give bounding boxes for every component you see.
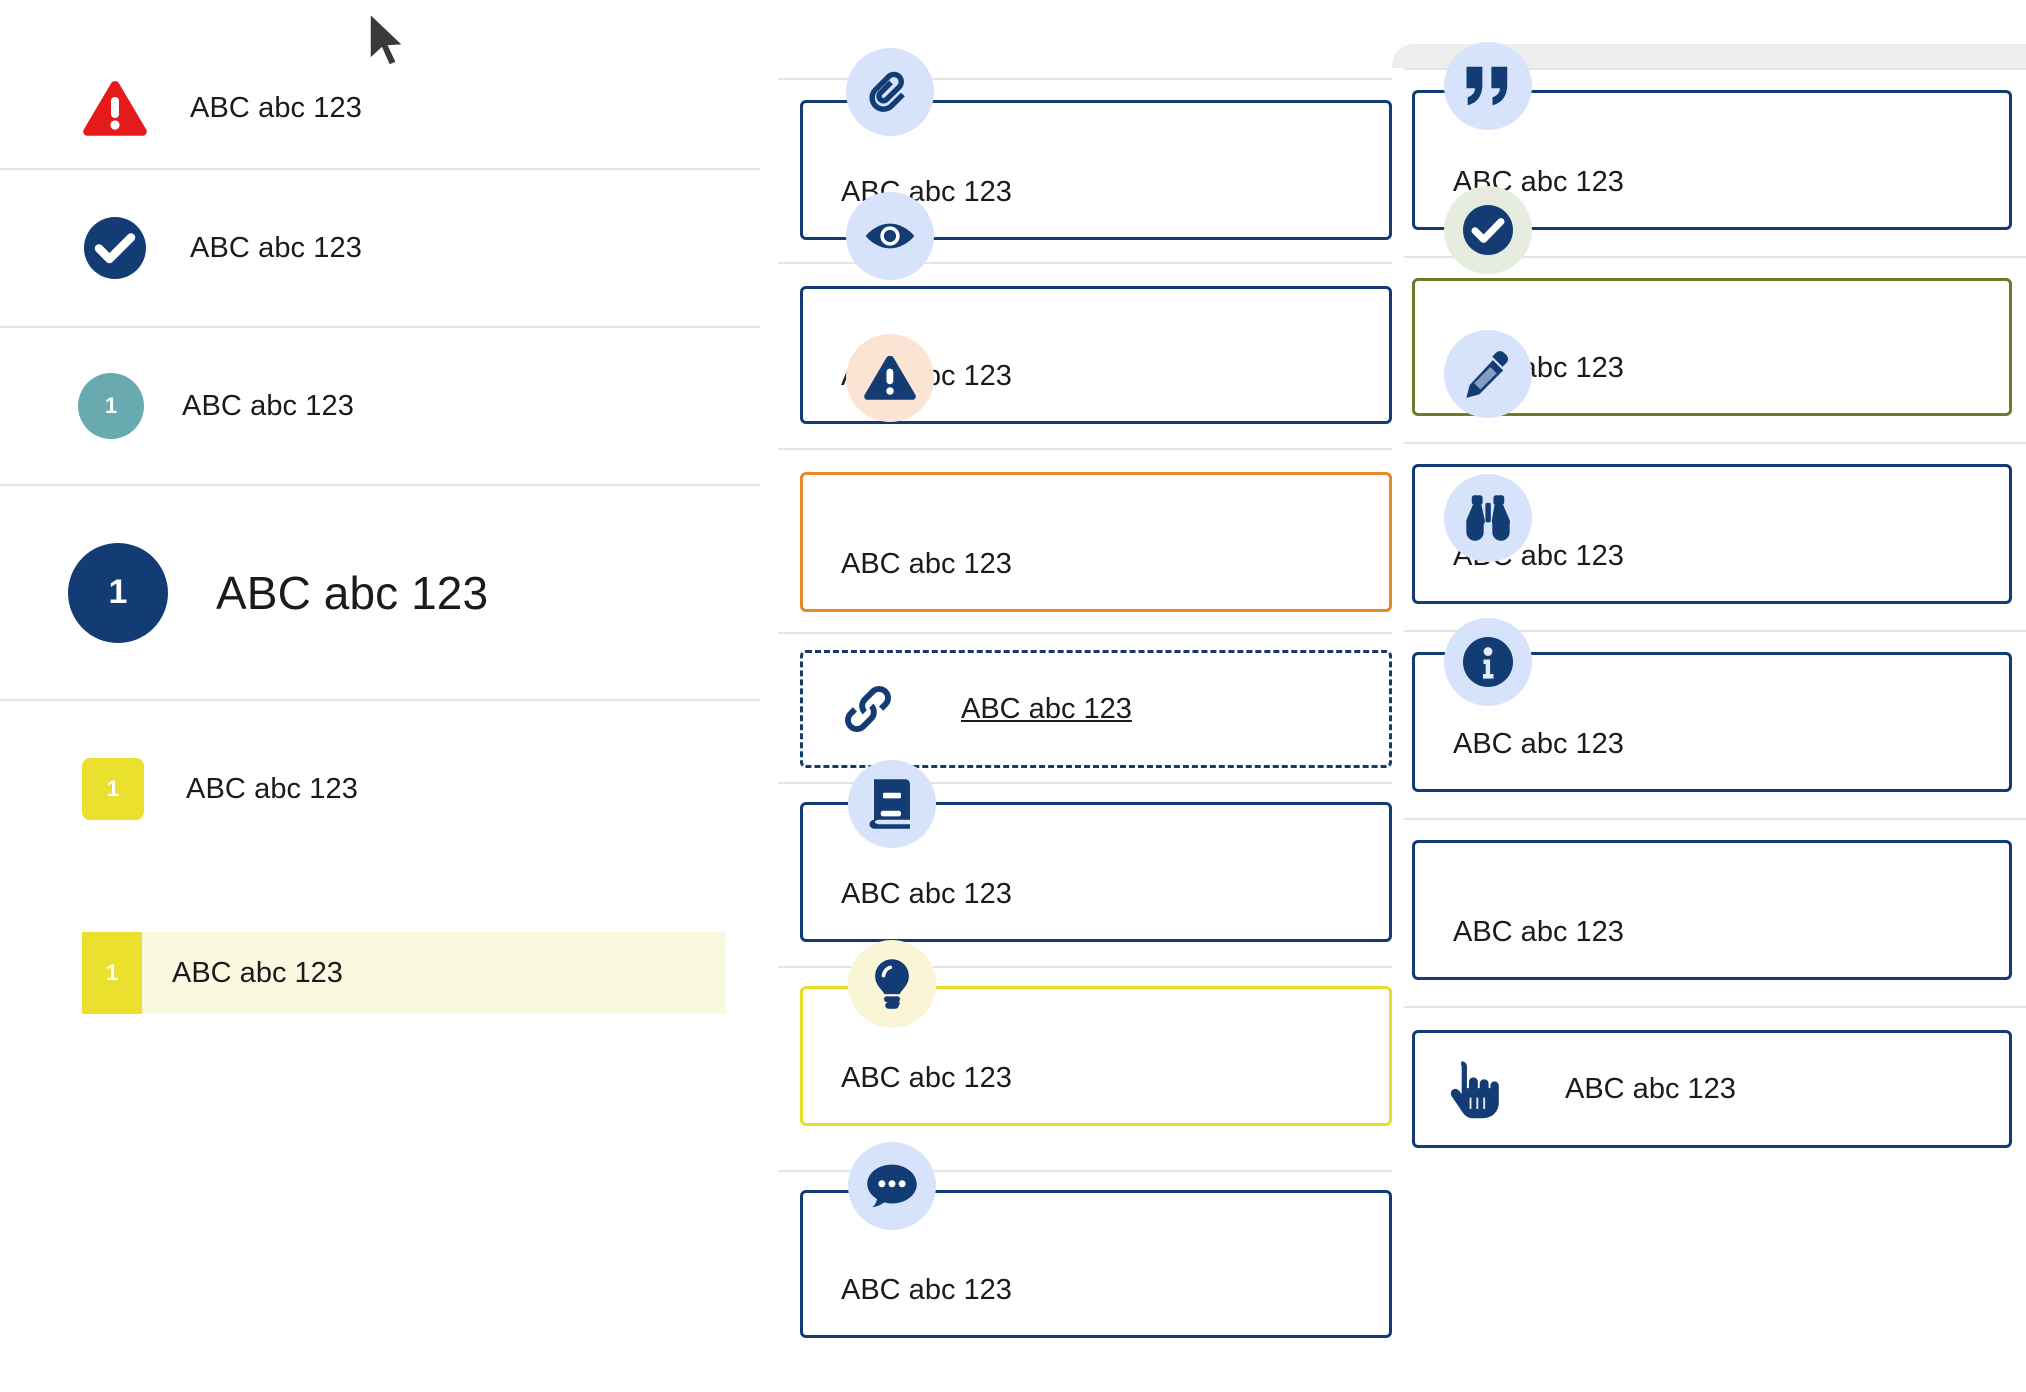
warning-triangle-icon (846, 334, 934, 422)
list-item[interactable]: ABC abc 123 (0, 48, 760, 168)
list-item[interactable]: ABC abc 123 (0, 168, 760, 326)
number-chip: 1 (82, 932, 142, 1014)
number-square-icon: 1 (82, 758, 144, 820)
badge-number: 1 (106, 776, 120, 801)
card-label: ABC abc 123 (1453, 728, 1624, 760)
number-circle-icon: 1 (68, 542, 168, 643)
divider (1404, 818, 2026, 820)
divider (778, 966, 1392, 968)
divider (778, 78, 1392, 80)
pencil-icon (1444, 330, 1532, 418)
card-link[interactable]: ABC abc 123 (800, 650, 1392, 768)
divider (1404, 630, 2026, 632)
list-item-label: ABC abc 123 (190, 91, 362, 124)
card-warning[interactable]: ABC abc 123 (800, 472, 1392, 612)
divider (1404, 442, 2026, 444)
card-link-label[interactable]: ABC abc 123 (961, 692, 1132, 725)
list-item-label: ABC abc 123 (182, 389, 354, 422)
list-item-label: ABC abc 123 (190, 231, 362, 264)
book-icon (848, 760, 936, 848)
divider (1404, 68, 2026, 70)
card-label: ABC abc 123 (841, 1274, 1012, 1306)
list-item[interactable]: 1 ABC abc 123 (0, 484, 760, 699)
number-circle-icon: 1 (78, 373, 144, 439)
badge-number: 1 (105, 960, 119, 985)
divider (1404, 1006, 2026, 1008)
eye-icon (846, 192, 934, 280)
chat-bubble-icon (848, 1142, 936, 1230)
list-item-label: ABC abc 123 (216, 566, 489, 619)
card-label: ABC abc 123 (1453, 916, 1624, 948)
badge-number: 1 (104, 393, 118, 418)
list-item[interactable]: 1 ABC abc 123 (0, 326, 760, 484)
check-circle-icon (78, 215, 152, 281)
card-label: ABC abc 123 (841, 1062, 1012, 1094)
highlighted-list-item-label: ABC abc 123 (172, 956, 343, 989)
divider (778, 262, 1392, 264)
card-label: ABC abc 123 (1565, 1072, 1736, 1105)
divider (778, 448, 1392, 450)
warning-triangle-icon (78, 79, 152, 137)
divider (778, 632, 1392, 634)
info-circle-icon (1444, 618, 1532, 706)
card-label: ABC abc 123 (841, 548, 1012, 580)
card-action[interactable]: ABC abc 123 (1412, 1030, 2012, 1148)
divider (778, 1170, 1392, 1172)
paperclip-icon (846, 48, 934, 136)
card-label: ABC abc 123 (841, 878, 1012, 910)
divider (1404, 256, 2026, 258)
lightbulb-icon (848, 940, 936, 1028)
divider (778, 782, 1392, 784)
list-item-label: ABC abc 123 (186, 772, 358, 805)
quote-icon (1444, 42, 1532, 130)
mouse-cursor-icon (367, 10, 409, 69)
list-item[interactable]: 1 ABC abc 123 (0, 699, 760, 877)
card-info[interactable]: ABC abc 123 (1412, 840, 2012, 980)
left-column: ABC abc 123 ABC abc 123 1 ABC abc 123 1 (0, 0, 760, 1392)
link-icon (837, 680, 899, 738)
badge-number: 1 (108, 573, 128, 611)
pointing-hand-icon (1441, 1058, 1505, 1120)
card-label: ABC abc 123 (1453, 540, 1624, 572)
binoculars-icon (1444, 474, 1532, 562)
highlighted-list-item[interactable]: 1 ABC abc 123 (82, 932, 726, 1014)
check-circle-icon (1444, 186, 1532, 274)
